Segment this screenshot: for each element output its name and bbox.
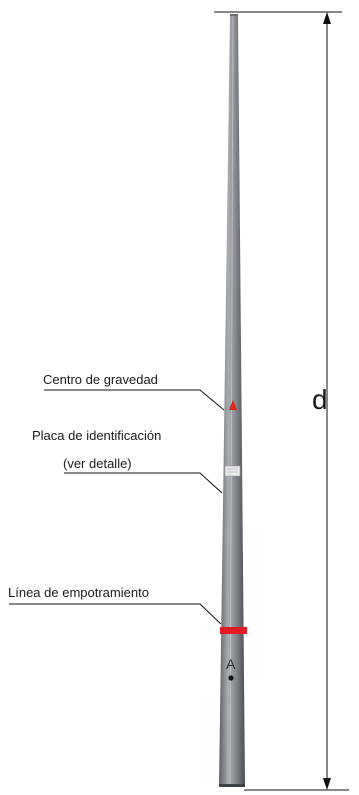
dimension-arrow-top — [323, 12, 331, 24]
dimension-arrow-bottom — [323, 778, 331, 790]
placa-identificacion-label: Placa de identificación — [32, 428, 162, 443]
point-a-label: A — [226, 656, 236, 672]
cg-marker-icon — [229, 400, 237, 410]
pole-highlight — [229, 15, 234, 785]
pole-top-cap — [230, 14, 238, 16]
point-a-dot — [228, 675, 234, 681]
ver-detalle-label: (ver detalle) — [63, 456, 132, 471]
pole-base — [219, 784, 245, 787]
identification-plate — [224, 465, 241, 477]
leader-linea-empotramiento — [9, 603, 222, 625]
centro-gravedad-label: Centro de gravedad — [43, 372, 158, 387]
leader-centro-gravedad — [44, 389, 225, 411]
linea-empotramiento-label: Línea de empotramiento — [8, 585, 149, 600]
leader-placa — [64, 472, 223, 494]
dimension-d-label: d — [312, 384, 328, 415]
embedding-band — [220, 627, 247, 634]
